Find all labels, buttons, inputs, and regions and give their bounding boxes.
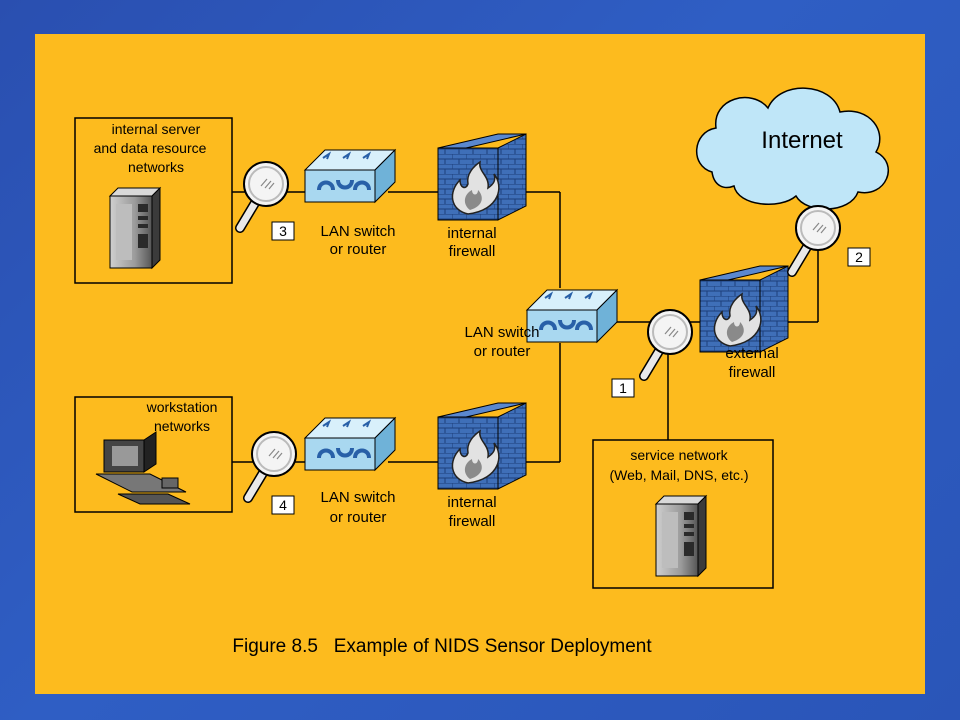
server-box-line-3: networks [128, 159, 184, 175]
service-box-line-1: service network [630, 447, 728, 463]
sensor-2-number: 2 [855, 249, 863, 265]
nids-sensor-4: 4 [248, 432, 296, 515]
workstation-network-box: workstation networks [74, 396, 233, 513]
lan-switch-middle: LAN switch or router [464, 288, 619, 360]
internet-cloud: Internet [696, 87, 889, 210]
firewall-external-line-2: firewall [729, 364, 776, 381]
server-box-line-1: internal server [112, 121, 201, 137]
workstation-icon [95, 431, 191, 505]
server-network-box: internal server and data resource networ… [74, 117, 233, 284]
external-firewall: external firewall [699, 265, 789, 381]
switch-bottom-line-2: or router [330, 509, 387, 526]
server-icon [109, 187, 161, 269]
service-server-icon [655, 495, 707, 577]
workstation-box-line-1: workstation [146, 399, 218, 415]
internal-firewall-top: internal firewall [437, 133, 527, 260]
nids-sensor-3: 3 [240, 162, 295, 241]
firewall-bottom-line-2: firewall [449, 513, 496, 530]
sensor-1-number: 1 [619, 380, 627, 396]
nids-sensor-2: 2 [792, 206, 871, 272]
lan-switch-top: LAN switch or router [303, 148, 397, 258]
service-box-line-2: (Web, Mail, DNS, etc.) [610, 467, 749, 483]
firewall-external-line-1: external [725, 345, 778, 362]
internal-firewall-bottom: internal firewall [437, 402, 527, 530]
firewall-bottom-line-1: internal [447, 494, 496, 511]
switch-top-line-2: or router [330, 241, 387, 258]
firewall-top-line-2: firewall [449, 243, 496, 260]
service-network-box: service network (Web, Mail, DNS, etc.) [592, 439, 774, 589]
nids-sensor-1: 1 [611, 310, 692, 398]
switch-middle-line-2: or router [474, 343, 531, 360]
lan-switch-bottom: LAN switch or router [303, 416, 397, 526]
figure-caption: Figure 8.5 Example of NIDS Sensor Deploy… [232, 636, 652, 657]
firewall-top-line-1: internal [447, 225, 496, 242]
sensor-3-number: 3 [279, 223, 287, 239]
switch-middle-line-1: LAN switch [464, 324, 539, 341]
server-box-line-2: and data resource [94, 140, 207, 156]
internet-label: Internet [761, 127, 843, 154]
switch-bottom-line-1: LAN switch [320, 489, 395, 506]
sensor-4-number: 4 [279, 497, 287, 513]
switch-top-line-1: LAN switch [320, 223, 395, 240]
workstation-box-line-2: networks [154, 418, 210, 434]
